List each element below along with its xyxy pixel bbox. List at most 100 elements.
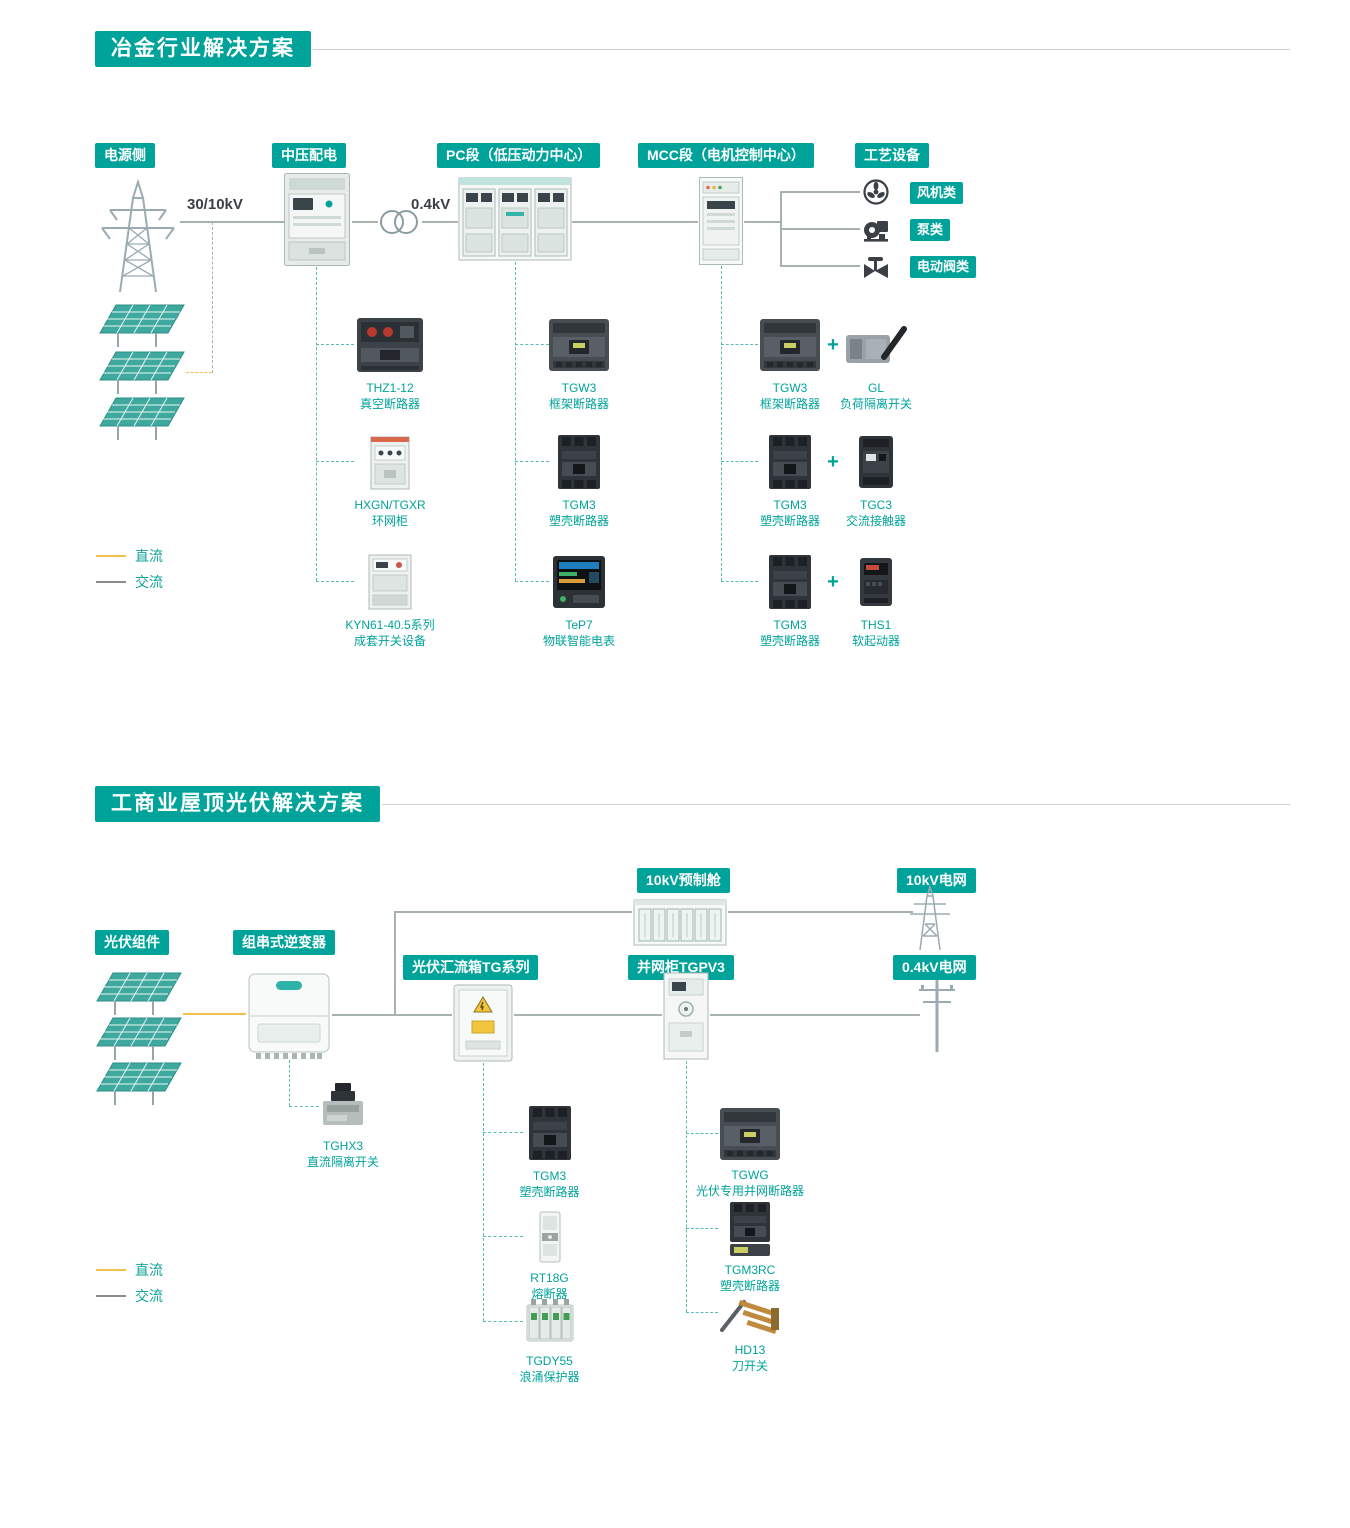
product-rt18g: RT18G 熔断器 (502, 1208, 597, 1302)
column-badge-mv-distribution: 中压配电 (272, 143, 346, 168)
frame-circuit-breaker-icon (547, 314, 611, 376)
mcc-cabinet-icon (698, 176, 744, 271)
equipment-badge-pump: 泵类 (910, 219, 951, 241)
wire-mcc-to-branch (744, 221, 781, 223)
dc-isolator-icon (317, 1080, 369, 1134)
wire-branch-pump (780, 228, 860, 230)
rail-stub (515, 461, 549, 462)
section1-title: 冶金行业解决方案 (95, 31, 311, 67)
product-name: GL (867, 381, 884, 395)
column-badge-mcc-section: MCC段（电机控制中心） (638, 143, 814, 168)
rail-stub (721, 344, 758, 345)
product-desc: 光伏专用并网断路器 (695, 1183, 804, 1198)
product-tgwg: TGWG 光伏专用并网断路器 (695, 1105, 805, 1199)
product-desc: 交流接触器 (845, 513, 906, 528)
product-desc: 塑壳断路器 (548, 513, 609, 528)
product-ths1: THS1 软起动器 (826, 551, 926, 649)
column-badge-power-side: 电源侧 (95, 143, 155, 168)
power-pole-icon (916, 976, 958, 1059)
solar-panel-icon (98, 350, 186, 401)
product-desc: 塑壳断路器 (759, 513, 820, 528)
ac-line-swatch (96, 581, 126, 583)
rail-stub (483, 1321, 523, 1322)
transmission-tower-icon (906, 884, 954, 957)
product-tgw3-pc: TGW3 框架断路器 (524, 314, 634, 412)
plus-sign: + (827, 334, 839, 356)
solar-panel-icon (95, 1061, 183, 1112)
rail-stub (686, 1228, 718, 1229)
legend-ac-label: 交流 (135, 1288, 163, 1304)
molded-case-breaker-icon (524, 1102, 576, 1164)
product-name: HXGN/TGXR (354, 498, 426, 512)
product-kyn61: KYN61-40.5系列 成套开关设备 (337, 551, 443, 649)
rail-stub (289, 1106, 319, 1107)
product-gl: GL 负荷隔离开关 (826, 314, 926, 412)
product-name: TGC3 (859, 498, 892, 512)
wire-mv-to-transformer (352, 221, 378, 223)
wire-branch-fan (780, 191, 860, 193)
fuse-icon (537, 1208, 563, 1266)
header-rule (382, 803, 1290, 805)
wire-combiner-to-cabinet (514, 1014, 662, 1016)
legend: 直流 交流 (96, 548, 163, 600)
rail-stub (686, 1312, 718, 1313)
wire-cabinet-to-pole (710, 1014, 920, 1016)
product-name: TGM3 (562, 498, 596, 512)
surge-protector-icon (525, 1295, 575, 1349)
pump-icon (862, 215, 890, 248)
product-name: RT18G (530, 1271, 569, 1285)
badge-04kv-grid: 0.4kV电网 (893, 955, 976, 980)
product-thz1-12: THZ1-12 真空断路器 (337, 314, 443, 412)
product-desc: 塑壳断路器 (719, 1278, 780, 1293)
product-tgm3-mcc2: TGM3 塑壳断路器 (740, 551, 840, 649)
product-desc: 环网柜 (371, 513, 408, 528)
voltage-label-primary: 30/10kV (187, 196, 243, 213)
mcc-products-rail (721, 266, 722, 581)
product-name: TGM3RC (724, 1263, 776, 1277)
frame-circuit-breaker-icon (758, 314, 822, 376)
product-tep7: TeP7 物联智能电表 (524, 551, 634, 649)
product-tgw3-mcc: TGW3 框架断路器 (740, 314, 840, 412)
product-tgm3-combiner: TGM3 塑壳断路器 (502, 1102, 597, 1200)
wire-pv-drop (212, 222, 213, 373)
equipment-badge-fan: 风机类 (910, 182, 964, 204)
molded-case-breaker-icon (553, 431, 605, 493)
product-name: THS1 (860, 618, 892, 632)
valve-icon (862, 252, 890, 285)
solar-panel-icon (98, 396, 186, 447)
product-tgm3-pc: TGM3 塑壳断路器 (524, 431, 634, 529)
badge-pv-modules: 光伏组件 (95, 930, 169, 955)
equipment-badge-valve: 电动阀类 (910, 256, 977, 278)
wire-cabin-to-tower (728, 911, 913, 913)
grid-products-rail (686, 1061, 687, 1312)
pv-grid-breaker-icon (718, 1105, 782, 1163)
product-name: THZ1-12 (366, 381, 414, 395)
molded-case-breaker-icon (764, 551, 816, 613)
solar-panel-icon (98, 303, 186, 354)
product-desc: 框架断路器 (759, 396, 820, 411)
rail-stub (316, 344, 354, 345)
voltage-label-secondary: 0.4kV (411, 196, 451, 213)
product-name: TeP7 (565, 618, 593, 632)
string-inverter-icon (246, 972, 332, 1065)
transmission-tower-icon (92, 176, 184, 299)
product-tgm3-mcc: TGM3 塑壳断路器 (740, 431, 840, 529)
wire-pc-to-mcc (572, 221, 698, 223)
inverter-products-rail (289, 1060, 290, 1106)
wire-riser-to-cabin (394, 911, 396, 1015)
load-isolation-switch-icon (844, 314, 908, 376)
column-badge-process-equipment: 工艺设备 (855, 143, 929, 168)
header-rule (313, 48, 1290, 50)
dc-line-swatch (96, 555, 126, 557)
legend-dc-label: 直流 (135, 1262, 163, 1278)
badge-10kv-cabin: 10kV预制舱 (637, 868, 730, 893)
legend-dc-label: 直流 (135, 548, 163, 564)
product-name: TGW3 (772, 381, 808, 395)
product-desc: 塑壳断路器 (519, 1184, 580, 1199)
switchgear-icon (367, 551, 413, 613)
product-name: TGWG (731, 1168, 769, 1182)
wire-pv-dc-stub (186, 372, 212, 373)
product-desc: 软起动器 (851, 633, 900, 648)
prefab-cabin-icon (632, 896, 728, 953)
solar-panel-icon (95, 971, 183, 1022)
